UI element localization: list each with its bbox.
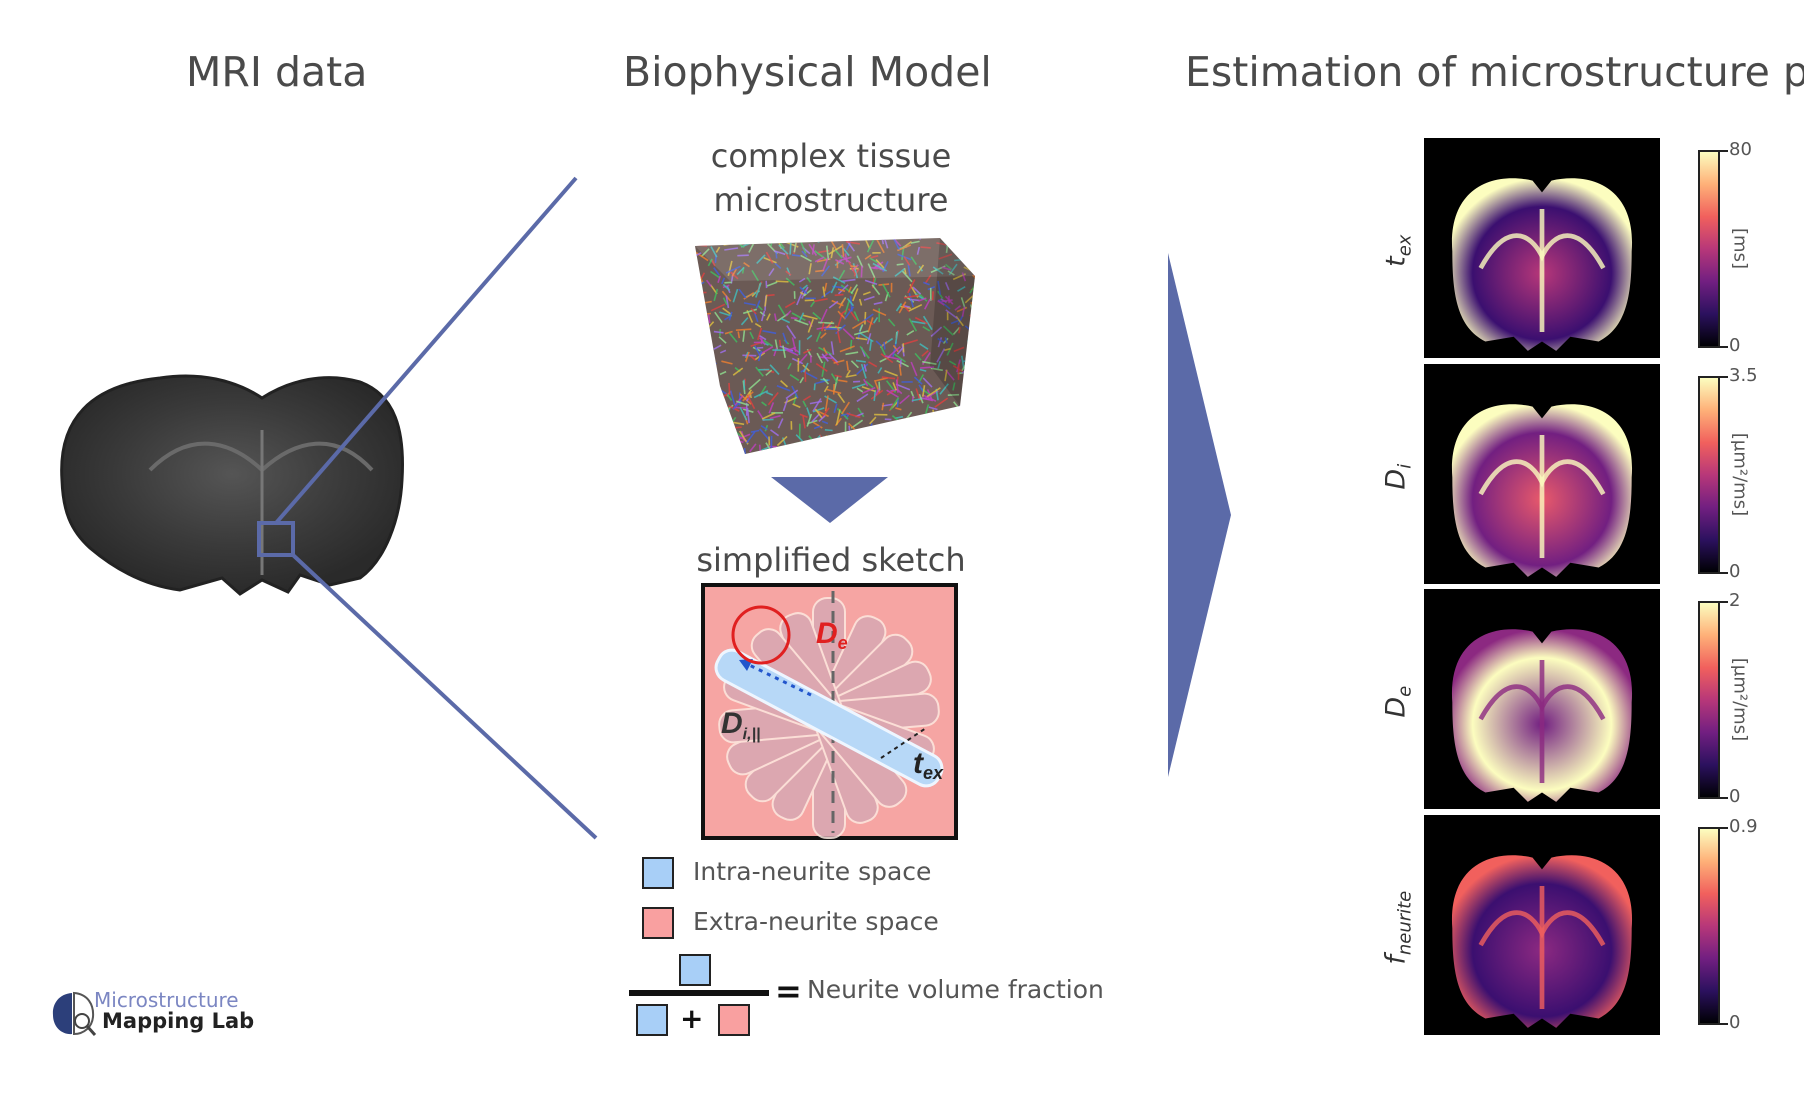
- map-label-3: fneurite: [1380, 828, 1415, 1028]
- colorbar-min-tick: [1718, 346, 1728, 348]
- fraction-denominator-extra: [718, 1004, 750, 1036]
- di-sub: i,||: [743, 726, 761, 743]
- colorbar-unit: [μm²/ms]: [1729, 432, 1751, 517]
- neurite-volume-fraction-label: Neurite volume fraction: [807, 975, 1104, 1004]
- colorbar-max-tick: [1718, 376, 1728, 378]
- colorbar-min-label: 0: [1729, 561, 1741, 582]
- map-symbol: D: [1380, 696, 1412, 718]
- extra-neurite-swatch: [642, 907, 674, 939]
- colorbar-unit: [μm²/ms]: [1729, 657, 1751, 742]
- lab-logo: Microstructure Mapping Lab: [50, 988, 260, 1038]
- brain-logo-icon: [52, 991, 97, 1036]
- intra-neurite-swatch: [642, 857, 674, 889]
- colorbar-min-tick: [1718, 1023, 1728, 1025]
- de-sub: e: [838, 633, 848, 653]
- map-subscript: ex: [1394, 234, 1416, 257]
- colorbar-min-label: 0: [1729, 786, 1741, 807]
- complex-tissue-label: complex tissue microstructure: [631, 134, 1031, 222]
- colorbar-max-label: 3.5: [1729, 365, 1758, 386]
- complex-line2: microstructure: [713, 181, 949, 219]
- equals-sign: =: [775, 972, 802, 1010]
- logo-line1: Microstructure: [94, 988, 239, 1012]
- extra-neurite-label: Extra-neurite space: [693, 907, 939, 936]
- map-subscript: e: [1394, 685, 1416, 697]
- colorbar-min-label: 0: [1729, 335, 1741, 356]
- map-label-0: tex: [1380, 151, 1415, 351]
- tissue-microstructure-cube: [695, 238, 975, 454]
- complex-line1: complex tissue: [710, 137, 952, 175]
- logo-line2: Mapping Lab: [102, 1009, 255, 1033]
- map-subscript: i: [1394, 463, 1416, 469]
- map-symbol: D: [1380, 468, 1412, 490]
- colorbar-min-tick: [1718, 572, 1728, 574]
- biophysical-model-title: Biophysical Model: [623, 48, 992, 96]
- tex-label: t: [913, 747, 925, 780]
- zoom-line-top: [274, 176, 578, 525]
- svg-text:tex: tex: [913, 747, 944, 783]
- map-subscript: neurite: [1394, 890, 1416, 956]
- svg-text:Di,||: Di,||: [721, 707, 761, 743]
- plus-sign: +: [680, 1002, 704, 1035]
- colorbar-max-tick: [1718, 601, 1728, 603]
- de-label: D: [816, 617, 838, 650]
- colorbar-2: [1698, 601, 1720, 799]
- right-arrow-icon: [1168, 253, 1231, 777]
- colorbar-min-label: 0: [1729, 1012, 1741, 1033]
- fraction-denominator-intra: [636, 1004, 668, 1036]
- map-symbol: f: [1380, 955, 1412, 965]
- colorbar-3: [1698, 827, 1720, 1025]
- map-label-2: De: [1380, 602, 1415, 802]
- parameter-map-3: [1424, 815, 1660, 1035]
- map-label-1: Di: [1380, 377, 1415, 577]
- zoom-line-bottom: [291, 553, 598, 840]
- mri-brain-image: [60, 374, 404, 596]
- colorbar-min-tick: [1718, 797, 1728, 799]
- estimation-title: Estimation of microstructure pa: [1185, 48, 1804, 96]
- colorbar-max-label: 2: [1729, 590, 1741, 611]
- colorbar-unit: [ms]: [1729, 228, 1751, 269]
- mri-data-title: MRI data: [186, 48, 368, 96]
- intra-neurite-label: Intra-neurite space: [693, 857, 932, 886]
- colorbar-max-tick: [1718, 150, 1728, 152]
- down-arrow-icon: [771, 477, 888, 523]
- colorbar-max-label: 0.9: [1729, 816, 1758, 837]
- fraction-bar: [629, 990, 769, 996]
- parameter-map-0: [1424, 138, 1660, 358]
- colorbar-1: [1698, 376, 1720, 574]
- colorbar-max-tick: [1718, 827, 1728, 829]
- map-symbol: t: [1380, 256, 1412, 267]
- colorbar-0: [1698, 150, 1720, 348]
- colorbar-max-label: 80: [1729, 139, 1752, 160]
- tex-sub: ex: [923, 763, 944, 783]
- fraction-numerator-swatch: [679, 954, 711, 986]
- parameter-map-2: [1424, 589, 1660, 809]
- simplified-sketch: De Di,|| tex: [701, 583, 958, 840]
- svg-text:De: De: [816, 617, 848, 653]
- di-label: D: [721, 707, 743, 740]
- parameter-map-1: [1424, 364, 1660, 584]
- simplified-sketch-label: simplified sketch: [696, 541, 966, 579]
